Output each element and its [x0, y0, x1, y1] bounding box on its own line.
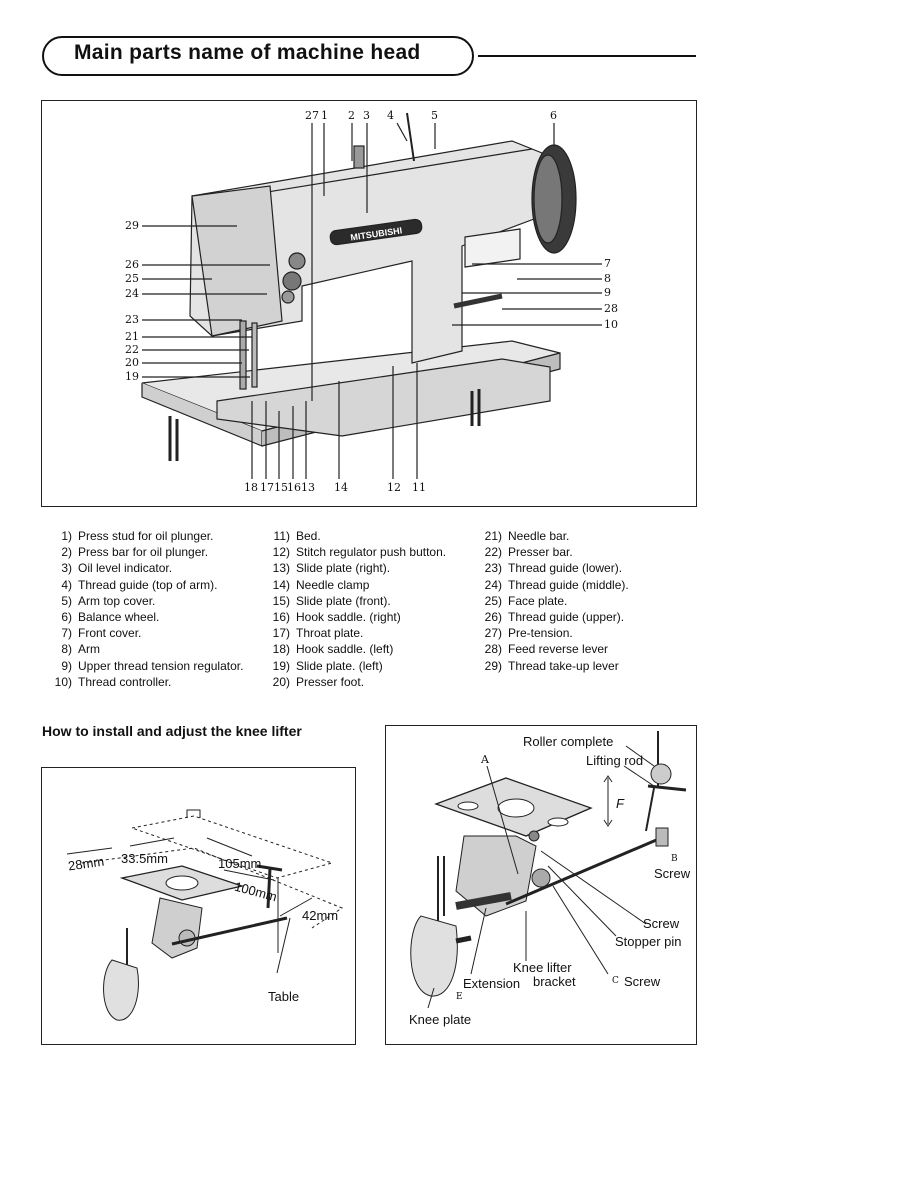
callout-4: 4: [387, 109, 394, 122]
callout-1: 1: [321, 109, 328, 122]
dim-42mm: 42mm: [302, 908, 339, 923]
callout-9: 9: [604, 286, 611, 299]
knee-lifter-heading: How to install and adjust the knee lifte…: [42, 723, 302, 739]
stopper-pin-label: Stopper pin: [615, 934, 682, 949]
part-item: 18)Hook saddle. (left): [272, 642, 394, 657]
callout-21: 21: [125, 330, 139, 343]
callout-27: 27: [305, 109, 319, 122]
callout-5: 5: [431, 109, 438, 122]
callout-10: 10: [604, 318, 618, 331]
install-drawing: [66, 809, 344, 1021]
marker-b: B: [671, 854, 678, 864]
callout-22: 22: [125, 343, 139, 356]
part-item: 10)Thread controller.: [54, 674, 172, 689]
machine-head-drawing: MITSUBISHI: [141, 112, 602, 479]
title-rule: [478, 55, 696, 57]
part-item: 5)Arm top cover.: [61, 593, 156, 608]
callout-28: 28: [604, 302, 618, 315]
screw-c-label: Screw: [624, 974, 661, 989]
callout-20: 20: [125, 356, 139, 369]
callout-12: 12: [387, 481, 401, 494]
callout-15: 15: [274, 481, 288, 494]
callout-6: 6: [550, 109, 557, 122]
adjust-drawing: [410, 731, 687, 1009]
bracket-label: bracket: [533, 974, 576, 989]
part-item: 17)Throat plate.: [272, 626, 364, 641]
part-item: 19)Slide plate. (left): [272, 658, 383, 673]
part-item: 20)Presser foot.: [272, 674, 365, 689]
knee-plate-label: Knee plate: [409, 1012, 472, 1027]
dim-105mm: 105mm: [218, 856, 262, 871]
lifting-rod-label: Lifting rod: [586, 753, 644, 768]
part-item: 16)Hook saddle. (right): [272, 610, 401, 625]
part-item: 12)Stitch regulator push button.: [272, 545, 447, 560]
parts-list-col1: 1)Press stud for oil plunger. 2)Press ba…: [48, 528, 244, 690]
parts-list-col3: 21)Needle bar. 22)Presser bar. 23)Thread…: [478, 528, 629, 674]
knee-lifter-adjust-diagram: Roller complete Lifting rod A F B Screw …: [385, 725, 697, 1045]
part-item: 29)Thread take-up lever: [484, 658, 619, 673]
dim-33-5mm: 33.5mm: [121, 851, 168, 866]
part-item: 26)Thread guide (upper).: [484, 610, 625, 625]
part-item: 8)Arm: [61, 642, 100, 657]
part-item: 14)Needle clamp: [272, 577, 370, 592]
machine-head-diagram: MITSUBISHI 27 1 2 3 4 5 6 29 26 25 24 23…: [41, 100, 697, 507]
callout-17: 17: [260, 481, 274, 494]
callout-18: 18: [244, 481, 258, 494]
extension-label: Extension: [463, 976, 521, 991]
callout-14: 14: [334, 481, 348, 494]
callout-3: 3: [363, 109, 370, 122]
dim-f: F: [616, 796, 624, 811]
callout-19: 19: [125, 370, 139, 383]
callout-2: 2: [348, 109, 355, 122]
part-item: 23)Thread guide (lower).: [484, 561, 623, 576]
marker-a: A: [481, 753, 489, 766]
screw-b-label: Screw: [654, 866, 691, 881]
part-item: 7)Front cover.: [61, 626, 142, 641]
part-item: 28)Feed reverse lever: [484, 642, 609, 657]
callout-8: 8: [604, 272, 611, 285]
marker-e: E: [456, 992, 463, 1002]
part-item: 6)Balance wheel.: [61, 610, 160, 625]
knee-lifter-install-diagram: 28mm 33.5mm 105mm 100mm 42mm Table: [41, 767, 356, 1045]
callout-11: 11: [412, 481, 426, 494]
callout-16: 16: [287, 481, 301, 494]
callout-26: 26: [125, 258, 139, 271]
part-item: 21)Needle bar.: [484, 529, 570, 543]
part-item: 1)Press stud for oil plunger.: [61, 529, 214, 543]
title-frame: [42, 36, 474, 76]
roller-complete-label: Roller complete: [523, 734, 614, 749]
part-item: 25)Face plate.: [484, 593, 568, 608]
part-item: 11)Bed.: [273, 529, 321, 543]
screw-label: Screw: [643, 916, 680, 931]
table-label: Table: [268, 989, 300, 1004]
part-item: 2)Press bar for oil plunger.: [61, 545, 209, 560]
callout-23: 23: [125, 313, 139, 326]
callout-25: 25: [125, 272, 139, 285]
knee-lifter-label: Knee lifter: [513, 960, 572, 975]
part-item: 24)Thread guide (middle).: [484, 577, 629, 592]
part-item: 9)Upper thread tension regulator.: [61, 658, 244, 673]
part-item: 22)Presser bar.: [484, 545, 573, 560]
page-title: Main parts name of machine head: [74, 41, 421, 64]
callout-13: 13: [301, 481, 315, 494]
marker-c: C: [612, 976, 619, 986]
part-item: 15)Slide plate (front).: [272, 593, 391, 608]
callout-24: 24: [125, 287, 139, 300]
callout-29: 29: [125, 219, 139, 232]
part-item: 3)Oil level indicator.: [61, 561, 173, 576]
part-item: 13)Slide plate (right).: [272, 561, 391, 576]
callout-7: 7: [604, 257, 611, 270]
parts-list-col2: 11)Bed. 12)Stitch regulator push button.…: [266, 528, 446, 690]
part-item: 4)Thread guide (top of arm).: [61, 577, 218, 592]
part-item: 27)Pre-tension.: [484, 626, 573, 641]
